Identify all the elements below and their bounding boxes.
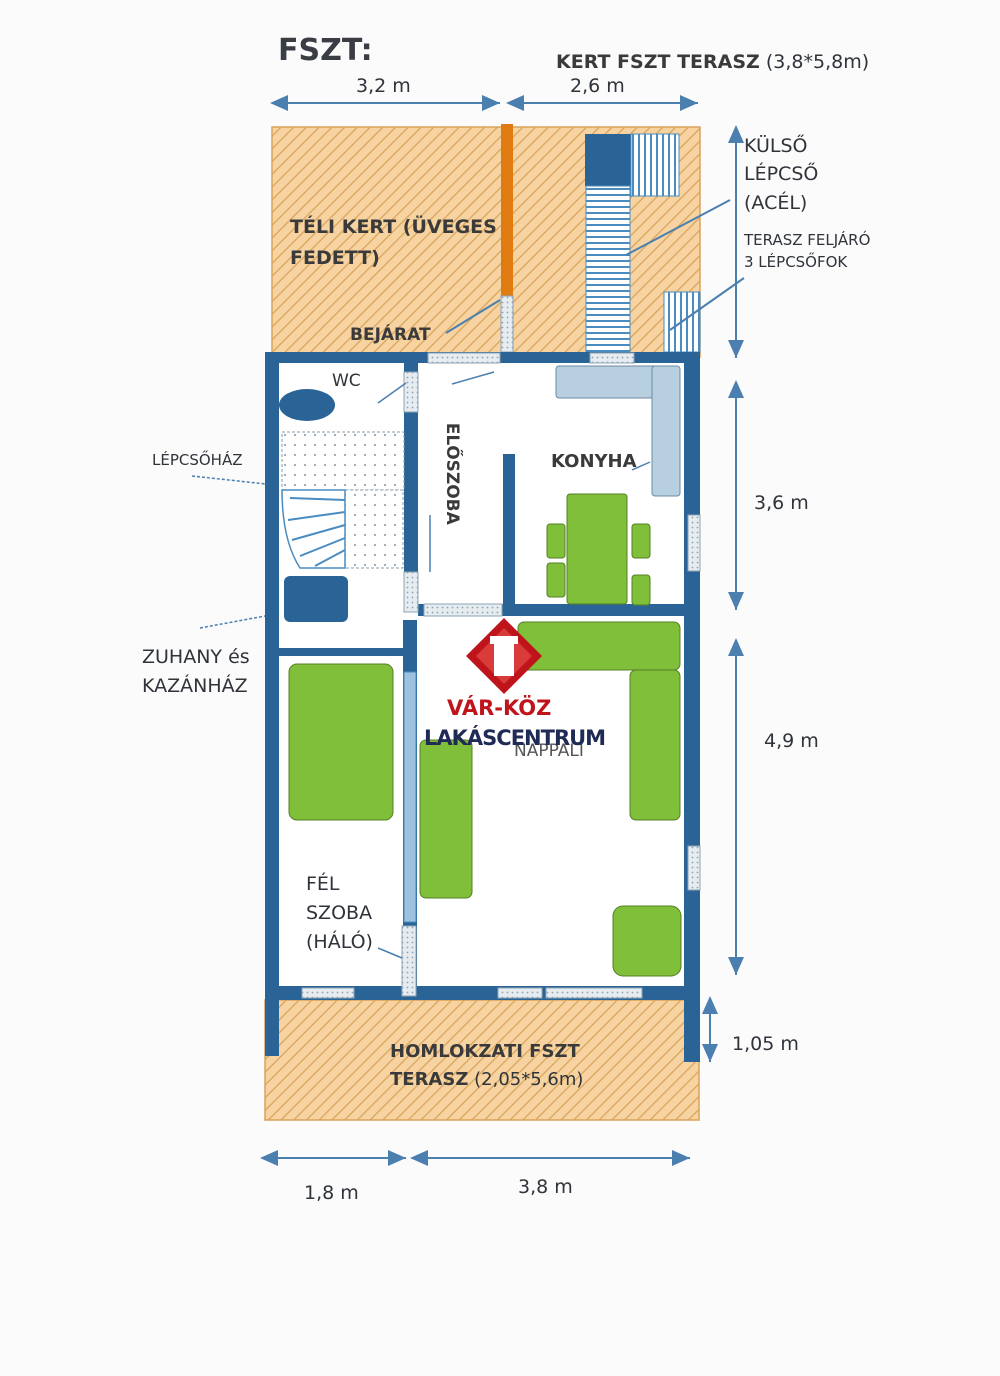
sofa-top — [517, 621, 681, 671]
garden-terrace-size: (3,8*5,8m) — [765, 51, 870, 73]
stair-door — [403, 571, 419, 613]
room-entrance: BEJÁRAT — [350, 325, 431, 345]
shower-tray — [284, 576, 348, 622]
spiral-step-lines — [287, 497, 346, 567]
wall-east — [684, 352, 700, 1062]
window-south-2 — [497, 987, 543, 999]
leader-kitchen — [631, 461, 651, 471]
watermark-logo — [466, 618, 542, 694]
front-terrace-size: (2,05*5,6m) — [474, 1069, 584, 1090]
room-wc: WC — [332, 371, 361, 391]
sofa-side — [629, 669, 681, 821]
dining-chair-2 — [546, 562, 566, 598]
door-hall-living — [423, 603, 503, 617]
leader-external-stair — [625, 199, 731, 256]
garden-terrace-label: KERT FSZT TERASZ — [556, 51, 760, 73]
bed — [288, 663, 394, 821]
room-half-1: FÉL — [306, 873, 340, 895]
room-winter-garden-2: FEDETT) — [290, 247, 380, 269]
note-shower-1: ZUHANY és — [142, 646, 250, 668]
dim-top-right-label: 2,6 m — [570, 75, 625, 97]
wall-wc-hall — [404, 363, 418, 611]
note-shower-2: KAZÁNHÁZ — [142, 675, 248, 697]
external-stair-steps — [630, 133, 680, 197]
window-north-2 — [589, 352, 635, 364]
room-winter-garden-1: TÉLI KERT (ÜVEGES — [290, 216, 497, 238]
note-terrace-access-2: 3 LÉPCSŐFOK — [744, 253, 848, 271]
window-south-3 — [545, 987, 643, 999]
dim-kitchen-label: 3,6 m — [754, 492, 809, 514]
spiral-steps — [281, 489, 346, 569]
wc-toilet — [279, 389, 335, 421]
window-east-2 — [687, 845, 701, 891]
note-external-stair-3: (ACÉL) — [744, 192, 808, 214]
front-terrace-line1: HOMLOKZATI FSZT — [390, 1041, 580, 1062]
door-halfroom — [401, 925, 417, 997]
window-south-1 — [301, 987, 355, 999]
armchair — [612, 905, 682, 977]
dim-bottom-right-label: 3,8 m — [518, 1176, 573, 1198]
note-terrace-access-1: TERASZ FELJÁRÓ — [744, 231, 871, 249]
dining-chair-3 — [631, 523, 651, 559]
room-half-2: SZOBA — [306, 902, 373, 924]
dim-top-left-label: 3,2 m — [356, 75, 411, 97]
window-east-1 — [687, 514, 701, 572]
wall-shower-room — [279, 648, 407, 656]
watermark-line1: VÁR-KÖZ — [447, 696, 552, 720]
wall-kitchen-hall — [503, 454, 515, 610]
leader-hall — [451, 371, 495, 385]
garden-terrace-title: KERT FSZT TERASZ (3,8*5,8m) — [556, 51, 870, 74]
dim-front-label: 1,05 m — [732, 1033, 799, 1055]
stairwell-steps — [344, 489, 404, 569]
glass-wall — [501, 124, 513, 296]
dim-living-label: 4,9 m — [764, 730, 819, 752]
dining-chair-4 — [631, 574, 651, 606]
room-hall: ELŐSZOBA — [441, 422, 462, 525]
wall-wc-door — [403, 371, 419, 413]
room-kitchen: KONYHA — [551, 451, 637, 472]
note-stairwell: LÉPCSŐHÁZ — [152, 451, 243, 469]
window-north-1 — [427, 352, 501, 364]
dining-table — [566, 493, 628, 605]
leader-wc — [377, 382, 407, 404]
leader-terrace-access — [669, 277, 745, 331]
external-stair-top — [585, 134, 631, 186]
dim-bottom-left-label: 1,8 m — [304, 1182, 359, 1204]
note-external-stair-2: LÉPCSŐ — [744, 163, 819, 185]
entrance-door — [500, 295, 514, 353]
room-living: NAPPALI — [514, 741, 584, 761]
front-terrace-line2: TERASZ (2,05*5,6m) — [390, 1069, 584, 1091]
wall-west — [265, 352, 279, 1056]
leader-stairwell — [191, 475, 267, 485]
dining-chair-1 — [546, 523, 566, 559]
stairwell-landing — [281, 431, 405, 491]
sofa-left — [419, 739, 473, 899]
leader-halfroom — [377, 947, 403, 959]
sliding-door — [403, 671, 417, 923]
external-stair-run — [585, 185, 631, 355]
page-title: FSZT: — [278, 33, 373, 68]
kitchen-counter-side — [651, 365, 681, 497]
note-external-stair-1: KÜLSŐ — [744, 135, 808, 157]
leader-entrance — [445, 299, 501, 334]
leader-shower — [199, 615, 266, 629]
room-half-3: (HÁLÓ) — [306, 931, 373, 953]
watermark-line2: LAKÁSCENTRUM — [424, 726, 606, 750]
front-terrace-label: TERASZ — [390, 1069, 469, 1090]
